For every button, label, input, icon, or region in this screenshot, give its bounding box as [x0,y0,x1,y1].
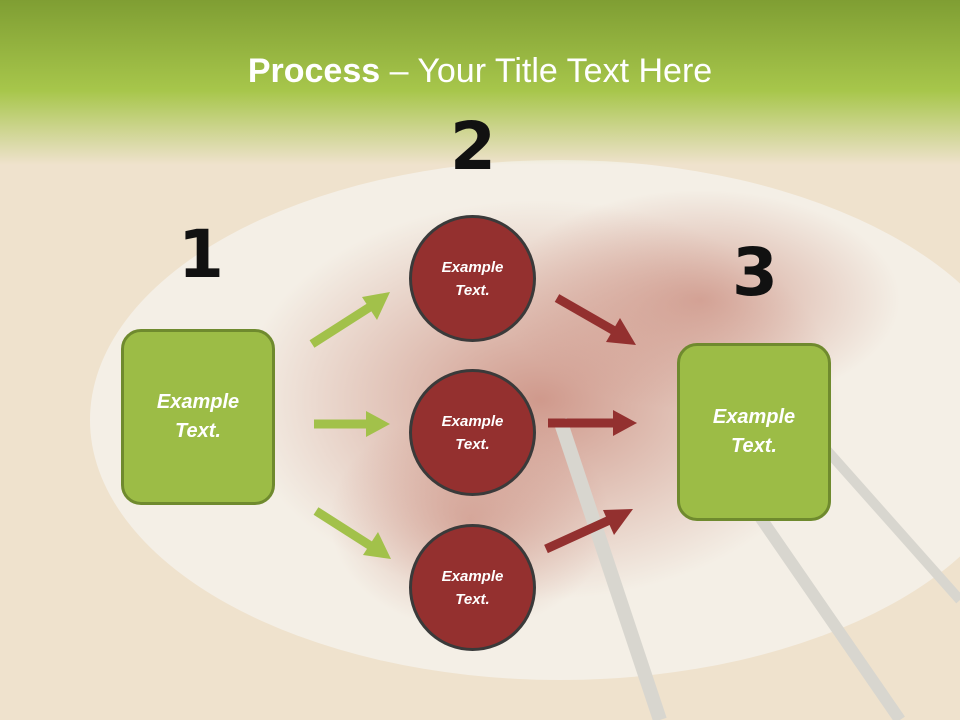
step-number-3: 3 [732,234,778,311]
arrow-green-up [309,292,390,348]
title-bold: Process [247,52,381,90]
arrow-green-right [314,411,390,437]
title-rest: – Your Title Text Here [380,52,713,90]
circle-top: Example Text. [409,215,536,342]
arrow-red-up [544,509,633,554]
slide-title: Process – Your Title Text Here [0,52,960,91]
arrow-green-down [313,507,391,559]
step-3-text: Example Text. [712,406,796,457]
step-3-box: Example Text. [677,343,831,521]
arrow-red-right [548,410,637,436]
step-number-1: 1 [178,216,224,293]
step-1-box: Example Text. [121,329,275,505]
circle-middle-text: Example Text. [441,412,504,453]
step-number-2: 2 [450,108,496,185]
circle-middle: Example Text. [409,369,536,496]
arrow-red-down [554,294,636,345]
step-1-text: Example Text. [156,391,240,442]
circle-bottom: Example Text. [409,524,536,651]
circle-bottom-text: Example Text. [441,567,504,608]
circle-top-text: Example Text. [441,258,504,299]
